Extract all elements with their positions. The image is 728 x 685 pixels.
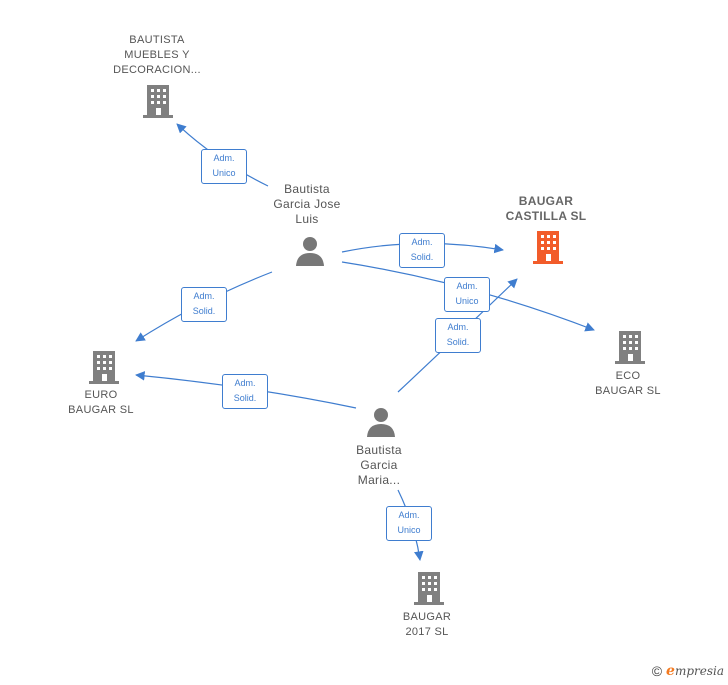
node-label-person-jose-luis[interactable]: Bautista Garcia Jose Luis xyxy=(273,182,341,226)
brand-text: mpresia xyxy=(674,664,724,678)
node-label-baugar-2017[interactable]: BAUGAR 2017 SL xyxy=(402,611,452,638)
building-icon[interactable] xyxy=(413,571,445,605)
edge-lines xyxy=(135,123,595,561)
node-label-eco-baugar[interactable]: ECO BAUGAR SL xyxy=(595,370,661,397)
copyright-icon: © xyxy=(651,663,663,679)
node-label-bautista-muebles[interactable]: BAUTISTA MUEBLES Y DECORACION... xyxy=(113,34,201,76)
edge-badge-jl-to-eco[interactable]: Adm. Unico xyxy=(444,277,490,312)
edge-badge-maria-to-castilla[interactable]: Adm. Solid. xyxy=(435,318,481,353)
edge-badge-jl-to-castilla[interactable]: Adm. Solid. xyxy=(399,233,445,268)
building-icon[interactable] xyxy=(88,350,120,384)
footer-brand: © empresia xyxy=(652,663,724,679)
building-icon[interactable] xyxy=(142,84,174,118)
edge-badge-jl-to-muebles[interactable]: Adm. Unico xyxy=(201,149,247,184)
brand-logo[interactable]: empresia xyxy=(666,663,724,679)
person-icon[interactable] xyxy=(366,407,396,437)
node-label-euro-baugar[interactable]: EURO BAUGAR SL xyxy=(68,389,134,416)
edge-badge-maria-to-2017[interactable]: Adm. Unico xyxy=(386,506,432,541)
edge-badge-jl-to-euro[interactable]: Adm. Solid. xyxy=(181,287,227,322)
edge-badge-maria-to-euro[interactable]: Adm. Solid. xyxy=(222,374,268,409)
node-label-baugar-castilla[interactable]: BAUGAR CASTILLA SL xyxy=(505,194,587,223)
person-icon[interactable] xyxy=(295,236,325,266)
node-label-person-maria[interactable]: Bautista Garcia Maria... xyxy=(356,443,402,487)
brand-initial: e xyxy=(666,663,675,679)
building-icon[interactable] xyxy=(614,330,646,364)
building-icon-focus[interactable] xyxy=(532,230,564,264)
